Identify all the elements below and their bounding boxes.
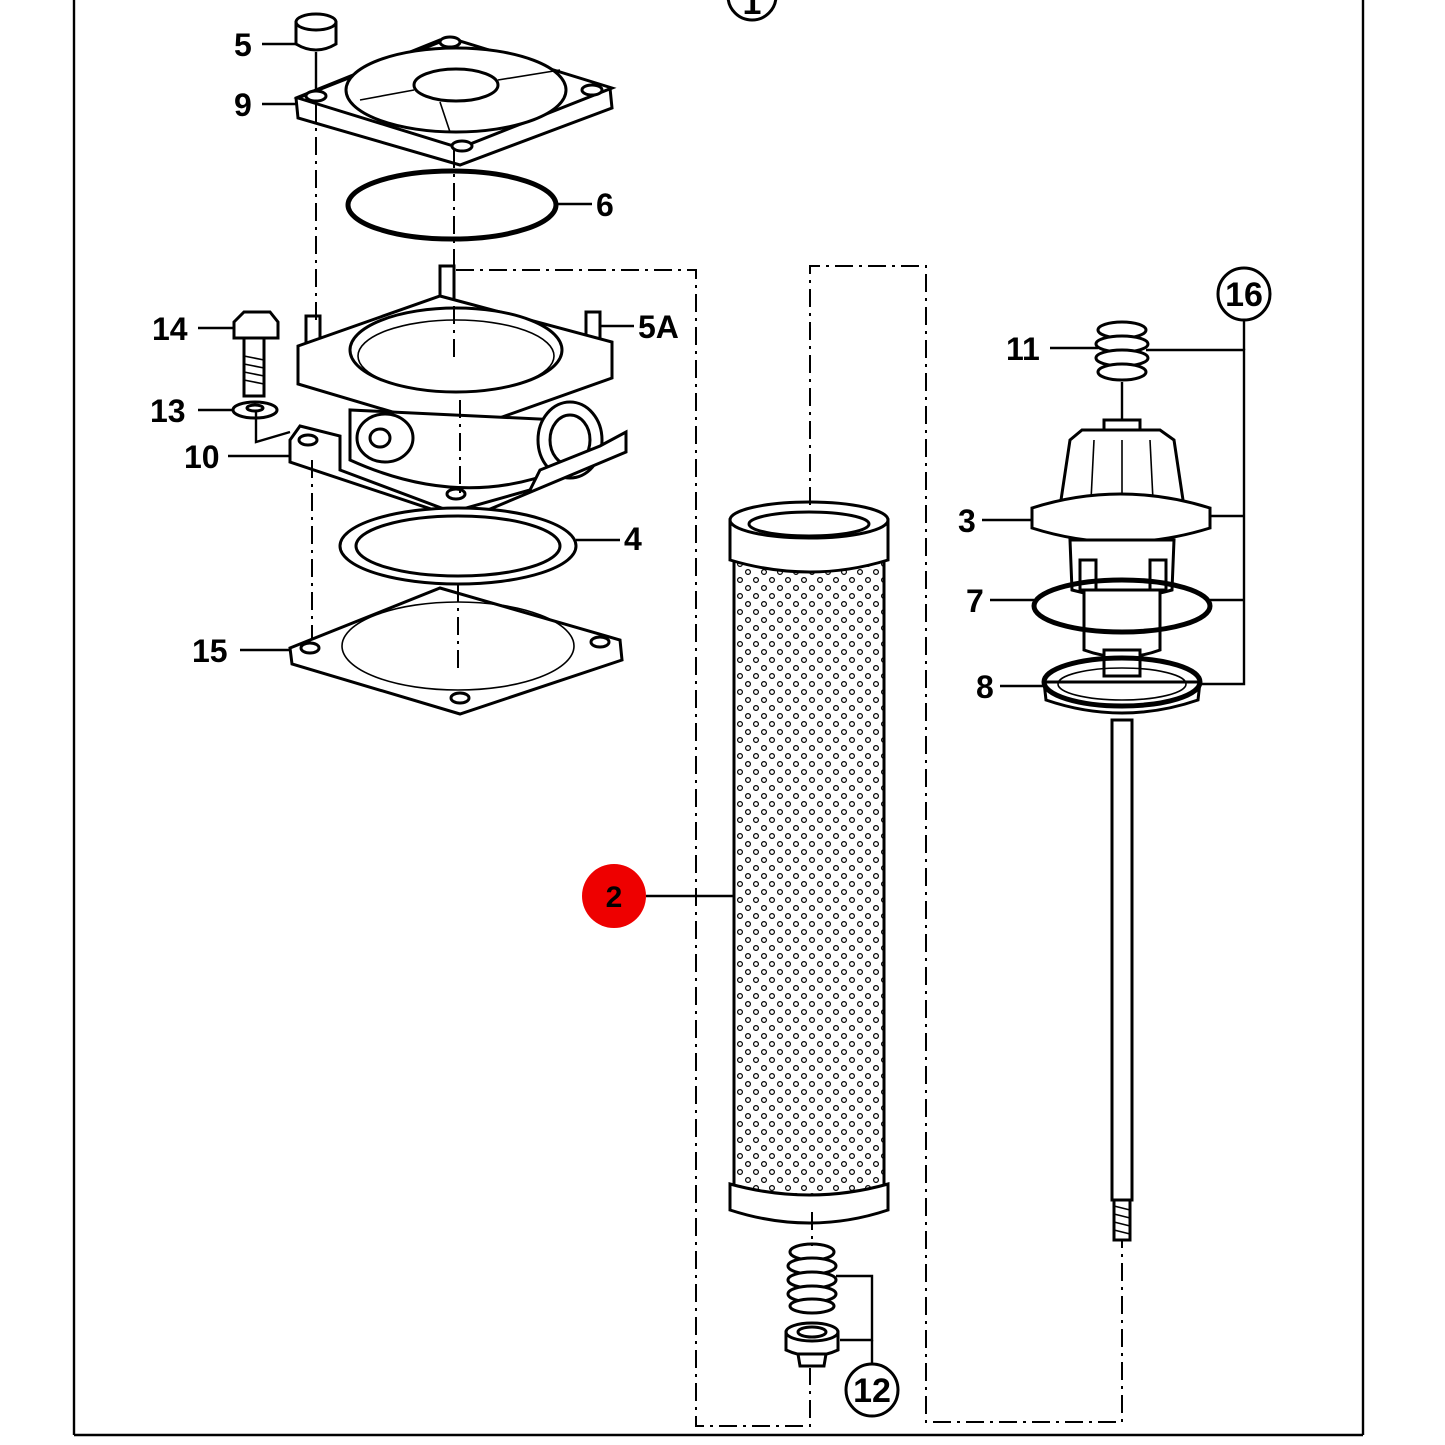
label-15: 15	[192, 633, 228, 669]
label-2: 2	[606, 881, 623, 914]
o-ring-part-7	[1031, 577, 1213, 635]
label-11: 11	[1006, 331, 1040, 367]
valve-body-part-3	[1030, 418, 1212, 678]
filter-element-part-2	[728, 500, 890, 1225]
label-16: 16	[1225, 276, 1263, 314]
bypass-spring-part-12	[786, 1242, 838, 1315]
label-9: 9	[234, 87, 252, 123]
bypass-valve-assembly	[1030, 320, 1213, 1242]
spring-part-11	[1094, 320, 1150, 382]
filter-housing-part-10	[288, 294, 628, 522]
cover-plate-assembly	[231, 12, 628, 716]
cover-plate-part-9	[293, 35, 617, 167]
assembly-path-lines	[456, 265, 1123, 1427]
label-3: 3	[958, 503, 976, 539]
guide-rod	[1110, 718, 1134, 1242]
callout-labels: 5 9 6 5A 14 13 10 4 15 11 3 7 8 16	[150, 27, 1272, 1418]
o-ring-part-6	[345, 168, 559, 242]
label-10: 10	[184, 439, 220, 475]
valve-cup-part-12	[784, 1321, 840, 1368]
label-12: 12	[853, 1372, 891, 1410]
label-4: 4	[624, 521, 642, 557]
bolt-part-14	[232, 310, 280, 398]
label-14: 14	[152, 311, 188, 347]
label-13: 13	[150, 393, 186, 429]
label-6: 6	[596, 187, 614, 223]
cap-nut-part-5	[294, 12, 338, 90]
mounting-gasket-part-15	[288, 586, 624, 716]
label-5: 5	[234, 27, 252, 63]
label-7: 7	[966, 583, 984, 619]
highlight-marker	[582, 864, 646, 928]
frame	[72, 0, 1365, 1437]
label-5a: 5A	[638, 309, 679, 345]
callout-1: 1	[726, 0, 778, 22]
gasket-part-4	[338, 506, 578, 586]
label-8: 8	[976, 669, 994, 705]
seal-part-8	[1041, 655, 1203, 715]
callout-1-label: 1	[743, 0, 762, 22]
